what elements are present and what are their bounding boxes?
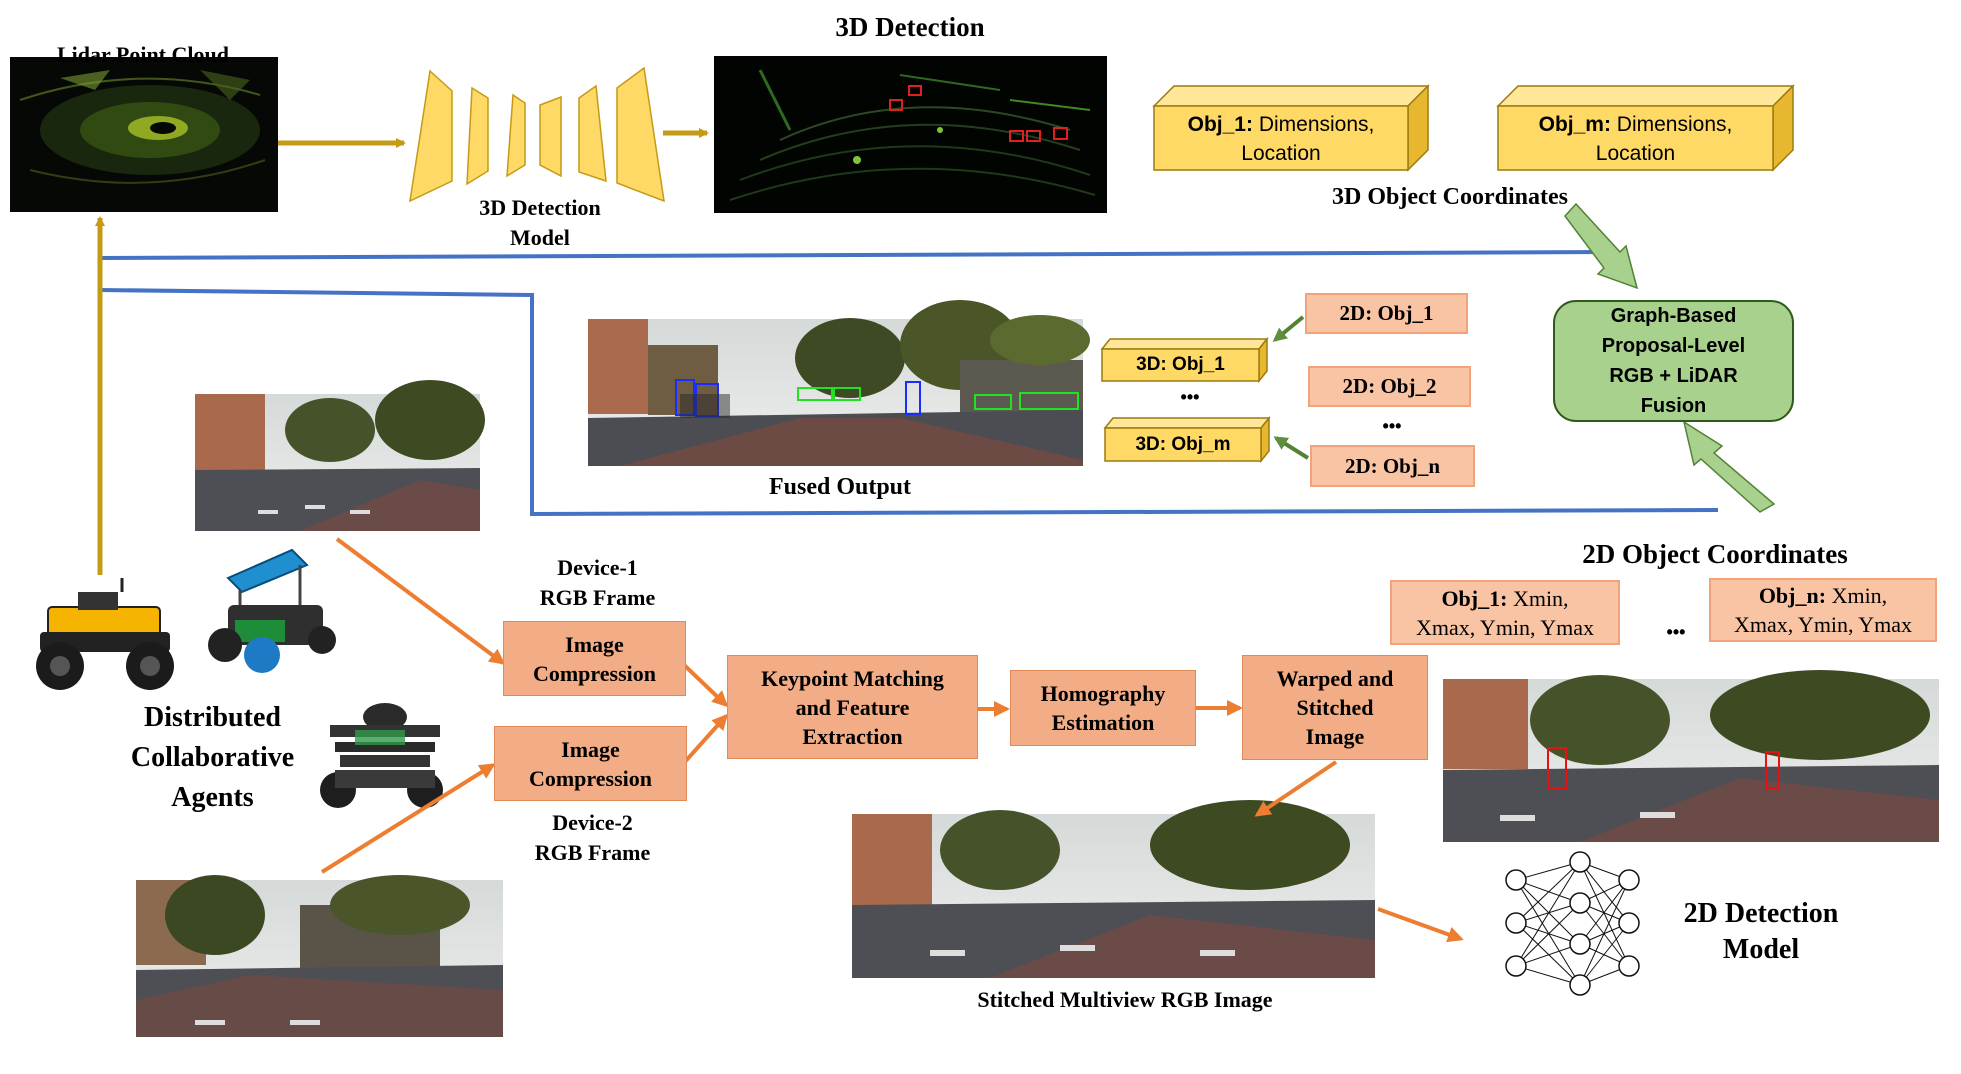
warped-line1: Warped and — [1276, 666, 1394, 691]
fusion-line1: Graph-Based — [1610, 305, 1737, 327]
agents-label: Distributed Collaborative Agents — [100, 698, 325, 818]
fusion-label: Graph-Based Proposal-Level RGB + LiDAR F… — [1554, 301, 1793, 421]
obj3d-match-1-label: 3D: Obj_1 — [1136, 354, 1225, 375]
jetbot-robot-icon — [208, 548, 336, 673]
obj2d-match-n-label: 2D: Obj_n — [1310, 445, 1475, 487]
neural-network-icon — [1505, 851, 1640, 996]
obj3d-match-m-label: 3D: Obj_m — [1135, 433, 1231, 455]
homography-estimation-box: Homography Estimation — [1010, 670, 1196, 746]
detection3d-model-icon — [409, 66, 665, 203]
obj3d-m-text1: Dimensions, — [1610, 112, 1733, 136]
device1-line1: Device-1 — [557, 555, 638, 580]
stitched-caption: Stitched Multiview RGB Image — [977, 987, 1273, 1012]
jackal-robot-icon — [36, 578, 174, 690]
lidar-point-cloud-image — [10, 57, 278, 212]
device1-label: Device-1 RGB Frame — [510, 553, 685, 613]
warped-to-stitched-arrow — [1254, 760, 1338, 817]
keypoint-matching-box: Keypoint Matching and Feature Extraction — [727, 655, 978, 759]
keypoint-line3: Extraction — [802, 723, 903, 749]
agents-line2: Collaborative — [130, 742, 295, 773]
blue-line-to-fused-output — [99, 288, 1719, 517]
detection2d-line2: Model — [1722, 934, 1800, 965]
fusion-line3: RGB + LiDAR — [1609, 365, 1738, 387]
compression1-line1: Image — [565, 631, 624, 657]
compression2-to-keypoint-arrow — [681, 713, 729, 766]
match-arrow-n — [1273, 436, 1310, 460]
match-left-ellipsis: ••• — [1180, 387, 1200, 407]
detection3d-image — [714, 56, 1107, 213]
obj3d-match-box-1 — [1100, 336, 1269, 384]
warped-stitched-box: Warped and Stitched Image — [1242, 655, 1428, 760]
compression1-line2: Compression — [532, 660, 657, 686]
detection3d-model-label: 3D Detection Model — [440, 193, 640, 253]
object3d-caption: 3D Object Coordinates — [1332, 184, 1568, 210]
device1-photo — [195, 380, 485, 531]
keypoint-line1: Keypoint Matching — [761, 665, 944, 691]
detection2d-image — [1443, 670, 1939, 842]
obj2d-n-box: Obj_n: Xmin, Xmax, Ymin, Ymax — [1709, 578, 1937, 642]
detection2d-model-label: 2D Detection Model — [1656, 896, 1866, 968]
obj3d-match-box-m — [1103, 415, 1271, 464]
match-arrow-1 — [1272, 315, 1305, 342]
obj3d-box-1 — [1152, 84, 1430, 172]
obj3d-1-text1: Dimensions, — [1252, 112, 1375, 136]
detection3d-title: 3D Detection — [835, 12, 985, 42]
agents-line1: Distributed — [144, 702, 281, 733]
object2d-caption: 2D Object Coordinates — [1582, 539, 1848, 569]
obj3d-m-text2: Location — [1595, 141, 1676, 165]
blue-line-lidar-to-fusion — [99, 250, 1607, 260]
device2-label: Device-2 RGB Frame — [505, 808, 680, 868]
obj3d-1-name: Obj_1: — [1187, 112, 1253, 136]
compression2-line1: Image — [561, 736, 620, 762]
obj2d-1-box: Obj_1: Xmin, Xmax, Ymin, Ymax — [1390, 580, 1620, 645]
detection2d-line1: 2D Detection — [1683, 898, 1839, 929]
image-compression-1-box: Image Compression — [503, 621, 686, 696]
keypoint-line2: and Feature — [795, 694, 910, 720]
homography-line1: Homography — [1040, 681, 1166, 706]
match-right-ellipsis: ••• — [1382, 416, 1402, 436]
obj3d-m-label: Obj_m: Dimensions, Location — [1498, 107, 1773, 170]
green-arrow-3d-to-fusion — [1564, 202, 1639, 290]
obj2d-n-name: Obj_n: — [1758, 583, 1827, 608]
warped-line2: Stitched — [1296, 695, 1374, 720]
obj3d-1-text2: Location — [1241, 141, 1321, 165]
agents-line3: Agents — [171, 782, 254, 813]
fusion-box — [1553, 300, 1794, 422]
fusion-line2: Proposal-Level — [1601, 335, 1746, 357]
obj2d-1-text1: Xmin, — [1507, 585, 1569, 611]
stitched-to-2d-model-arrow — [1377, 907, 1464, 943]
obj2d-1-text2: Xmax, Ymin, Ymax — [1415, 614, 1594, 640]
homography-line2: Estimation — [1051, 710, 1155, 735]
image-compression-2-box: Image Compression — [494, 726, 687, 801]
fused-output-caption: Fused Output — [768, 474, 912, 500]
obj3d-1-label: Obj_1: Dimensions, Location — [1154, 107, 1408, 170]
device2-line2: RGB Frame — [534, 840, 651, 865]
obj3d-box-m — [1496, 84, 1795, 172]
device1-line2: RGB Frame — [539, 585, 656, 610]
obj2d-ellipsis: ••• — [1666, 622, 1686, 642]
obj2d-1-name: Obj_1: — [1441, 585, 1508, 611]
fusion-line4: Fusion — [1640, 395, 1707, 417]
obj2d-match-2-label: 2D: Obj_2 — [1308, 366, 1471, 407]
obj2d-n-text2: Xmax, Ymin, Ymax — [1733, 612, 1912, 637]
obj2d-match-1-label: 2D: Obj_1 — [1305, 293, 1468, 334]
compression1-to-keypoint-arrow — [680, 661, 729, 708]
device2-photo — [136, 875, 503, 1037]
detection3d-model-label-line2: Model — [510, 225, 570, 250]
lidar-title: Lidar Point Cloud — [57, 42, 229, 67]
device2-line1: Device-2 — [552, 810, 633, 835]
stitched-image — [852, 800, 1375, 978]
obj3d-m-name: Obj_m: — [1538, 112, 1611, 136]
warped-line3: Image — [1305, 724, 1365, 749]
compression2-line2: Compression — [528, 765, 653, 791]
obj2d-n-text1: Xmin, — [1826, 583, 1888, 608]
device2-to-compression-arrow — [320, 763, 496, 874]
device1-to-compression-arrow — [335, 537, 506, 665]
detection3d-model-label-line1: 3D Detection — [479, 195, 601, 220]
turtlebot-robot-icon — [320, 703, 443, 808]
green-arrow-2d-to-fusion — [1682, 420, 1776, 513]
fused-output-image — [588, 300, 1090, 466]
